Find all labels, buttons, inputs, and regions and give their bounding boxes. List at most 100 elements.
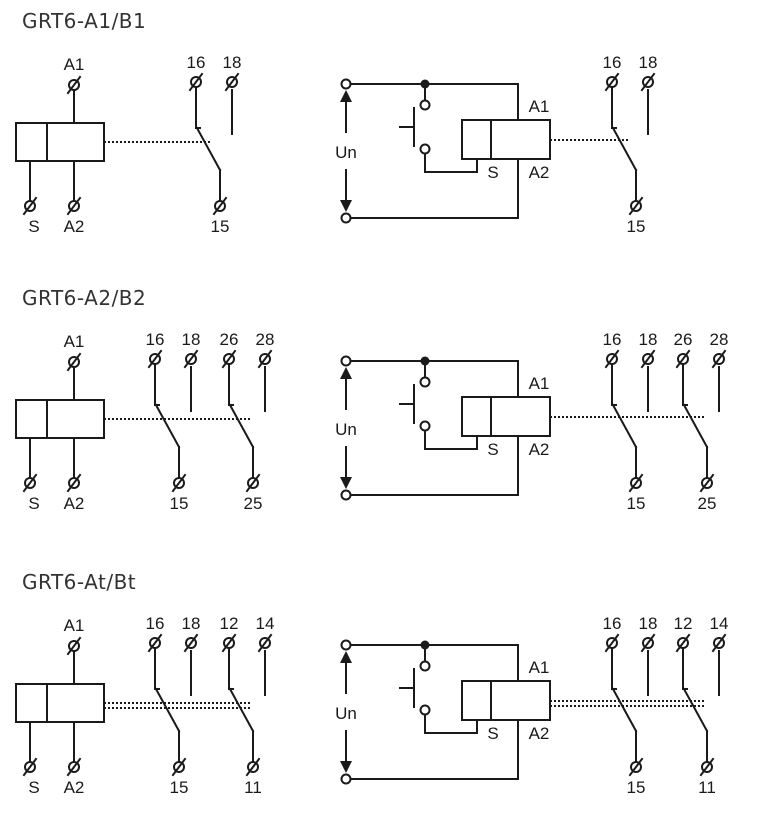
supply-voltage-arrow [340, 367, 352, 489]
contact-blade [611, 403, 638, 449]
coil-a1-label: A1 [64, 55, 85, 74]
contact-common-label: 15 [170, 494, 189, 513]
contact-no-label: 28 [256, 330, 275, 349]
relay-symbol-left: A1S A2 16 18 15 [15, 53, 242, 236]
contact-common-label: 15 [627, 778, 646, 797]
common-terminal [212, 196, 228, 216]
common-terminal [628, 196, 644, 216]
common-terminal [699, 473, 715, 493]
supply-terminal-top [340, 78, 352, 90]
coil-s-label: S [487, 440, 498, 459]
coil-a1-label: A1 [529, 374, 550, 393]
contact-blade [611, 687, 638, 733]
relay-coil-box [15, 683, 105, 723]
contact-no-label: 18 [223, 53, 242, 72]
common-terminal [245, 473, 261, 493]
contact-no-label: 18 [639, 614, 658, 633]
contact-blade [154, 403, 181, 449]
contact-no-label: 18 [639, 53, 658, 72]
start-input-wire [424, 714, 478, 734]
supply-terminal-bottom [340, 212, 352, 224]
s-terminal [22, 196, 38, 216]
contact-nc-label: 26 [674, 330, 693, 349]
contact-common-label: 11 [244, 778, 262, 797]
changeover-contact-1: 16 18 15 [187, 53, 242, 236]
contact-common-label: 15 [211, 217, 230, 236]
diagram-title: GRT6-A1/B1 [22, 9, 146, 33]
a2-terminal [66, 473, 82, 493]
common-terminal [171, 757, 187, 777]
push-button-contact-top [419, 660, 431, 672]
nc-terminal [604, 633, 620, 653]
supply-voltage-arrow [340, 651, 352, 773]
contact-no-label: 14 [256, 614, 275, 633]
diagram-title: GRT6-At/Bt [22, 570, 136, 594]
push-button-icon [399, 107, 415, 147]
contact-blade [682, 403, 709, 449]
supply-voltage-arrow [340, 90, 352, 212]
s-terminal [22, 757, 38, 777]
contact-blade [228, 687, 255, 733]
relay-coil-box [461, 680, 551, 721]
s-terminal [22, 473, 38, 493]
contact-common-label: 25 [244, 494, 263, 513]
coil-s-label: S [28, 217, 39, 236]
contact-common-label: 25 [698, 494, 717, 513]
junction-dot [420, 79, 430, 89]
supply-terminal-top [340, 355, 352, 367]
relay-coil-box [461, 119, 551, 160]
coil-a1-label: A1 [529, 658, 550, 677]
junction-dot [420, 640, 430, 650]
contact-blade [682, 687, 709, 733]
a2-terminal [66, 757, 82, 777]
push-button-contact-bottom [419, 420, 431, 432]
common-terminal [628, 757, 644, 777]
push-button-contact-bottom [419, 704, 431, 716]
no-terminal [183, 633, 199, 653]
junction-dot [420, 356, 430, 366]
contact-common-label: 15 [170, 778, 189, 797]
contact-common-label: 11 [698, 778, 716, 797]
coil-a2-label: A2 [529, 163, 550, 182]
contact-nc-label: 26 [220, 330, 239, 349]
supply-terminal-top [340, 639, 352, 651]
no-terminal [640, 633, 656, 653]
coil-a1-label: A1 [64, 332, 85, 351]
contact-blade [611, 126, 638, 172]
contact-blade [154, 687, 181, 733]
no-terminal [183, 349, 199, 369]
contact-nc-label: 16 [187, 53, 206, 72]
contact-nc-label: 16 [603, 330, 622, 349]
no-terminal [711, 349, 727, 369]
contact-nc-label: 12 [674, 614, 693, 633]
common-terminal [699, 757, 715, 777]
contact-common-label: 15 [627, 217, 646, 236]
coil-a2-label: A2 [64, 494, 85, 513]
nc-terminal [221, 633, 237, 653]
no-terminal [640, 349, 656, 369]
coil-s-label: S [28, 778, 39, 797]
push-button-contact-top [419, 376, 431, 388]
supply-voltage-label: Un [335, 143, 357, 162]
contact-no-label: 18 [182, 330, 201, 349]
contact-nc-label: 16 [603, 614, 622, 633]
contact-nc-label: 16 [146, 614, 165, 633]
coil-a2-label: A2 [64, 217, 85, 236]
coil-s-label: S [487, 724, 498, 743]
contact-blade [228, 403, 255, 449]
coil-a2-label: A2 [529, 440, 550, 459]
supply-voltage-label: Un [335, 704, 357, 723]
supply-terminal-bottom [340, 489, 352, 501]
diagram-title: GRT6-A2/B2 [22, 286, 146, 310]
